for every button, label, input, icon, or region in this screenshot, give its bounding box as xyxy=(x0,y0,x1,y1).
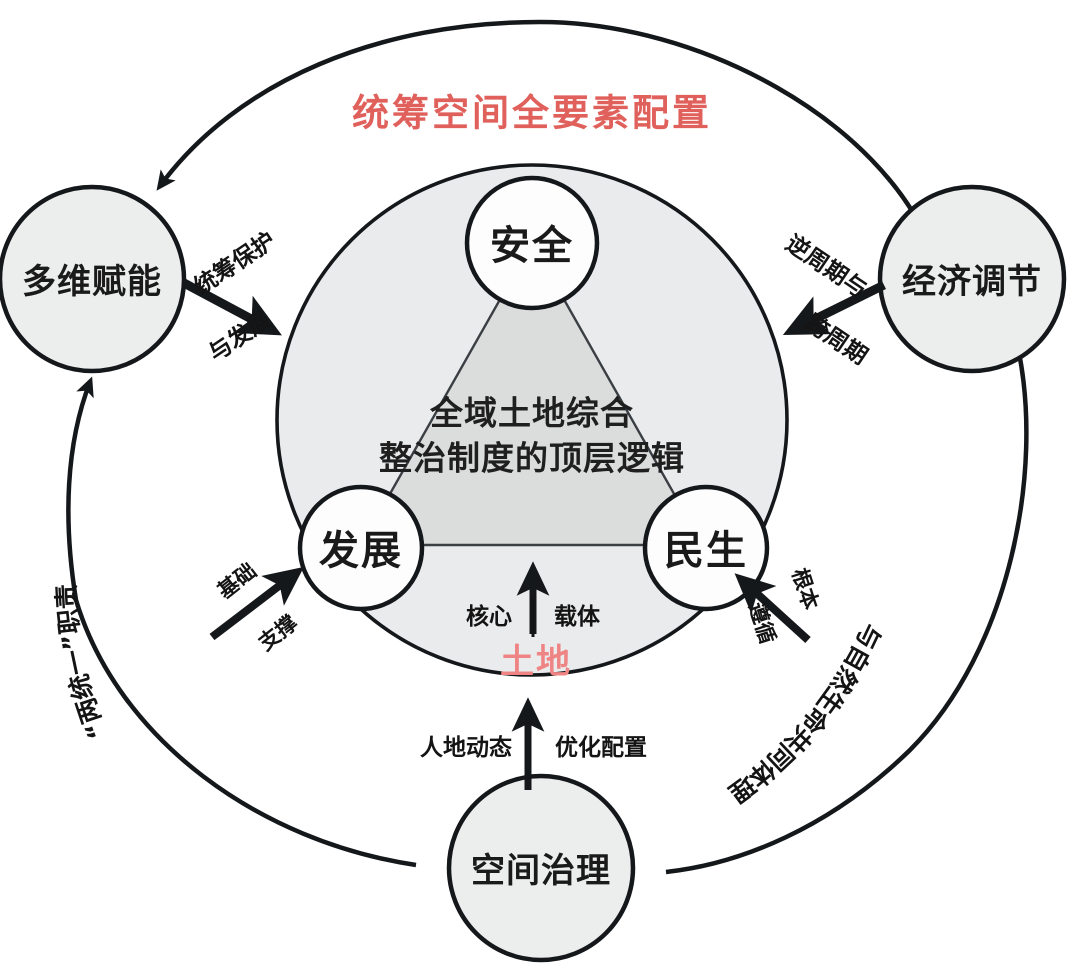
economic-edge-label-line2: 跨周期 xyxy=(800,310,872,370)
empowerment-edge-label-line1: 统筹保护 xyxy=(189,227,280,301)
edge-fundamental-to-livelihood: 根本 遵循 xyxy=(734,565,823,647)
empowerment-circle[interactable] xyxy=(0,184,187,374)
center-title-line1: 全域土地综合 xyxy=(429,394,634,433)
fundamental-label-line1: 根本 xyxy=(787,565,823,612)
safety-circle[interactable] xyxy=(464,175,600,311)
foundation-label-line1: 基础 xyxy=(213,559,261,604)
carrier-label: 载体 xyxy=(554,604,601,630)
core-triangle xyxy=(358,240,706,547)
governance-label-line2: 优化配置 xyxy=(555,734,647,761)
outer-ring xyxy=(66,19,1029,875)
spatial-governance-label: 空间治理 xyxy=(471,851,611,891)
inner-node-development[interactable]: 发展 xyxy=(297,484,425,612)
core-label: 核心 xyxy=(466,603,512,630)
safety-label: 安全 xyxy=(490,223,574,269)
center-text-group: 全域土地综合 整治制度的顶层逻辑 xyxy=(379,394,685,478)
outer-node-economic-regulation[interactable]: 经济调节 xyxy=(877,184,1067,374)
fundamental-arrow xyxy=(734,573,811,643)
foundation-label-line2: 支撑 xyxy=(254,611,302,656)
edge-empowerment-to-core: 统筹保护 与发展 xyxy=(181,227,282,367)
economic-regulation-circle[interactable] xyxy=(877,184,1067,374)
governance-label-line1: 人地动态 xyxy=(420,734,512,761)
development-label: 发展 xyxy=(319,528,403,574)
land-label: 土地 xyxy=(500,642,572,682)
outer-node-spatial-governance[interactable]: 空间治理 xyxy=(446,773,636,963)
outer-ring-arc-right xyxy=(665,347,1029,875)
livelihood-label: 民生 xyxy=(664,528,748,574)
edge-governance-to-land: 人地动态 优化配置 xyxy=(420,697,647,790)
edge-economic-to-core: 逆周期与 跨周期 xyxy=(781,230,886,370)
outer-ring-arc-top xyxy=(156,19,935,251)
outer-node-multi-dimensional-empowerment[interactable]: 多维赋能 xyxy=(0,184,187,374)
empowerment-label: 多维赋能 xyxy=(22,262,162,302)
economic-edge-label-line1: 逆周期与 xyxy=(781,230,872,304)
economic-arrow xyxy=(782,280,886,336)
spatial-governance-circle[interactable] xyxy=(446,773,636,963)
edge-foundation-to-development: 基础 支撑 xyxy=(209,559,304,656)
development-circle[interactable] xyxy=(297,484,425,612)
foundation-arrow xyxy=(209,566,304,641)
inner-node-safety[interactable]: 安全 xyxy=(464,175,600,311)
outer-ring-arc-left xyxy=(66,376,417,868)
core-carrier-group: 核心 载体 土地 xyxy=(466,561,601,682)
center-title-line2: 整治制度的顶层逻辑 xyxy=(379,439,685,478)
empowerment-arrow xyxy=(181,279,282,336)
diagram-title: 统筹空间全要素配置 xyxy=(352,92,712,135)
economic-regulation-label: 经济调节 xyxy=(902,262,1042,302)
